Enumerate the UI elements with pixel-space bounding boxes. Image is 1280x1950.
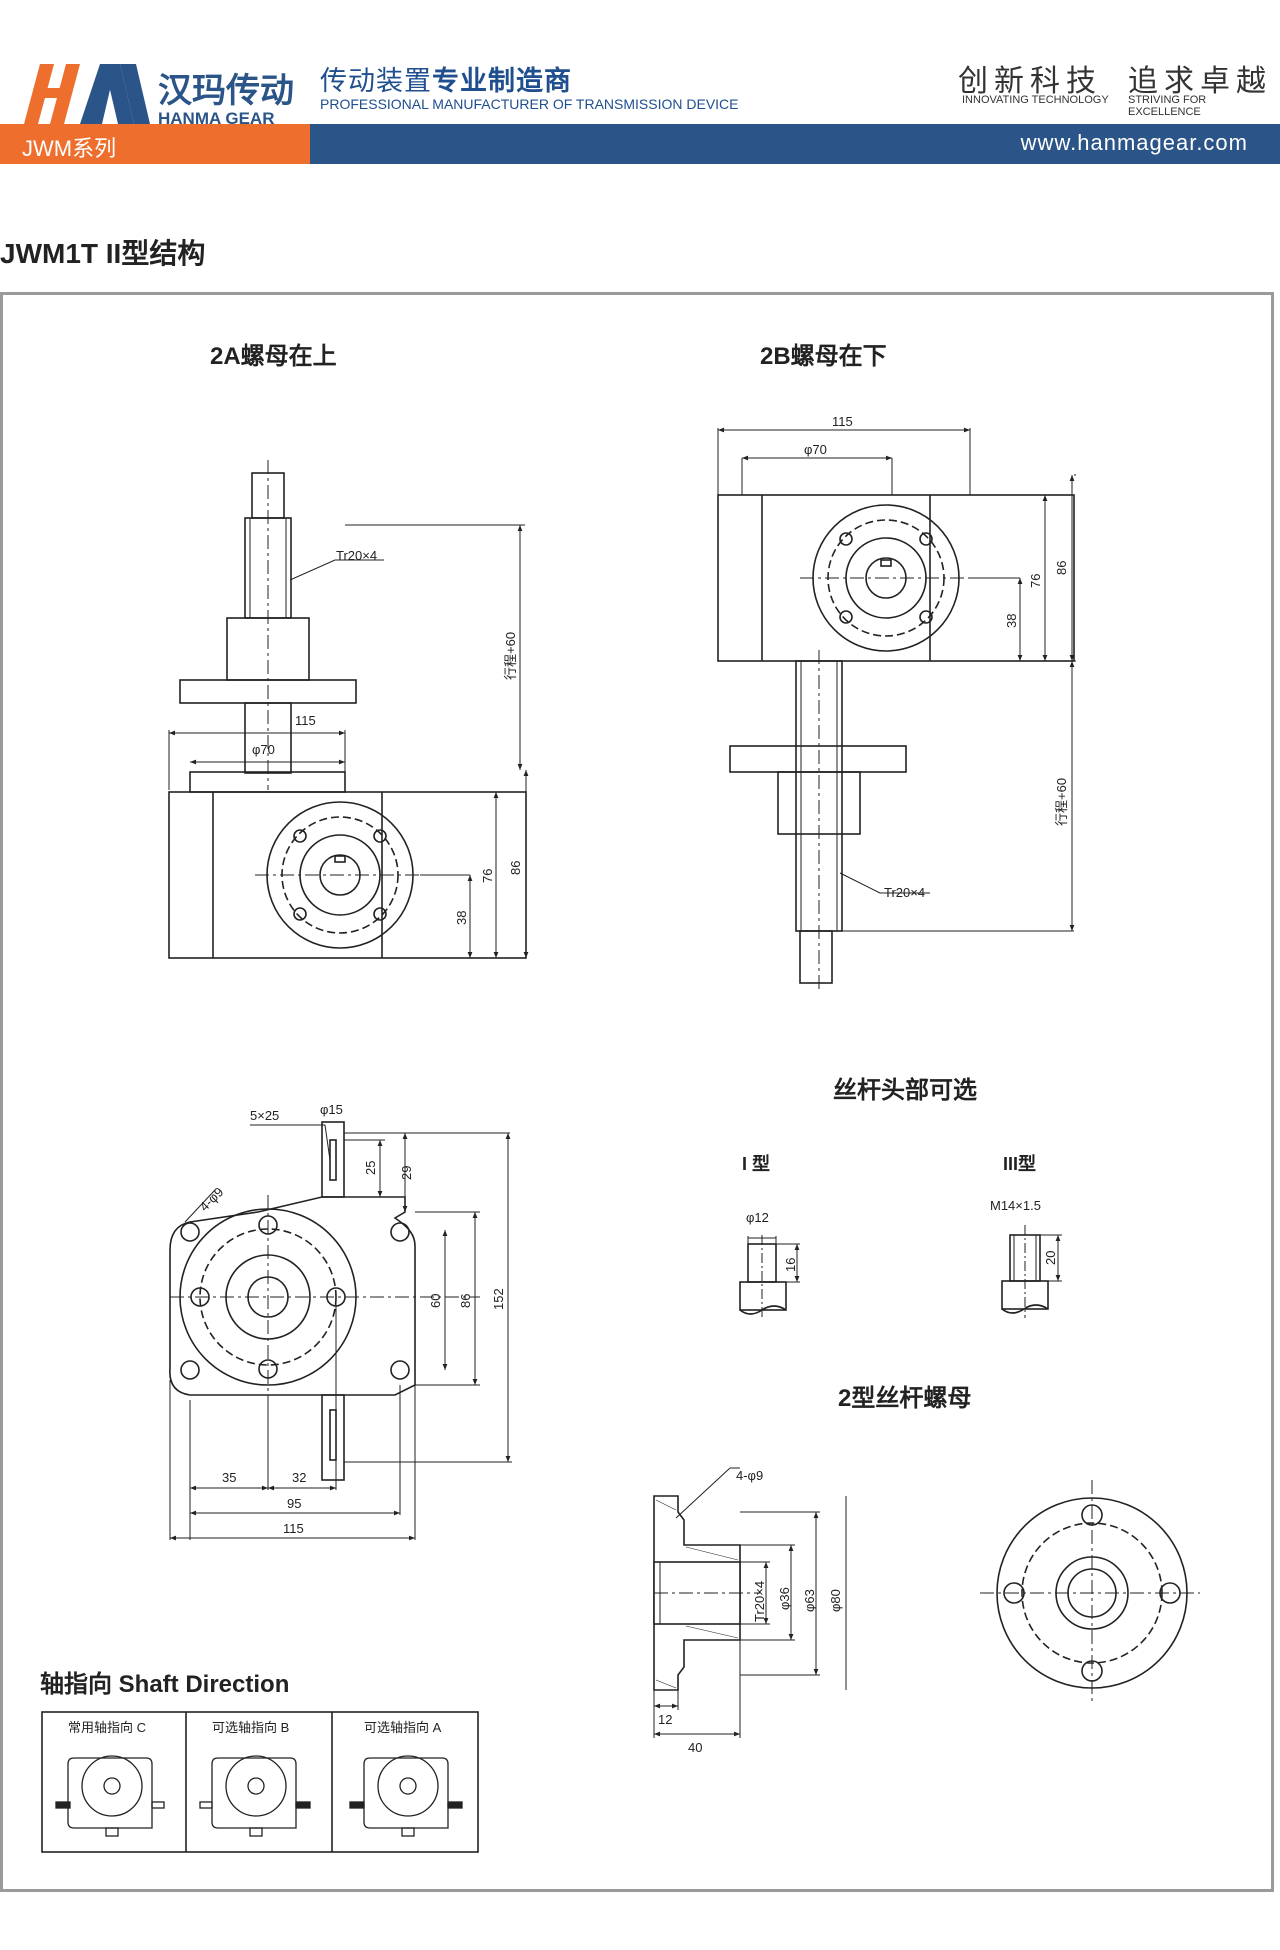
- v2b-stroke: 行程+60: [1054, 778, 1069, 826]
- slogan-cn-b: 专业制造商: [432, 66, 572, 96]
- slogan-en: PROFESSIONAL MANUFACTURER OF TRANSMISSIO…: [320, 96, 739, 112]
- side-housing: [169, 1196, 416, 1396]
- type1-dia: φ12: [746, 1210, 769, 1225]
- slogan-cn-a: 传动装置: [320, 66, 432, 96]
- section-title: JWM1T II型结构: [0, 238, 206, 269]
- nut-drawings: [653, 1467, 1200, 1738]
- shaft-col-c: 常用轴指向 C: [68, 1720, 146, 1735]
- v2a-w115: 115: [295, 713, 316, 728]
- side-shaft: φ15: [320, 1102, 343, 1117]
- side-h29: 29: [399, 1166, 414, 1180]
- nut-d36: φ36: [777, 1587, 792, 1610]
- side-w35: 35: [222, 1470, 236, 1485]
- side-view: [169, 1121, 512, 1541]
- gearbox-icon-c: [55, 1755, 165, 1837]
- nut-d80: φ80: [828, 1589, 843, 1612]
- motto-1: 创新科技: [958, 64, 1102, 99]
- v2a-h38: 38: [454, 911, 469, 925]
- hm-logo-icon: 汉玛传动 HANMA GEAR: [24, 64, 294, 128]
- nut-l40: 40: [688, 1740, 702, 1755]
- series-label: JWM系列: [22, 136, 117, 161]
- type1-len: 16: [783, 1258, 798, 1272]
- brand-cn: 汉玛传动: [158, 72, 294, 110]
- motto-1-en: INNOVATING TECHNOLOGY: [962, 94, 1109, 106]
- gearbox-icon-a: [349, 1755, 463, 1837]
- type3-label: III型: [1003, 1153, 1036, 1174]
- nut-l12: 12: [658, 1712, 672, 1727]
- shaft-direction-table: [41, 1711, 479, 1853]
- v2a-dia: φ70: [252, 742, 275, 757]
- brand-en: HANMA GEAR: [158, 109, 274, 128]
- header: 汉玛传动 HANMA GEAR 传动装置专业制造商 PROFESSIONAL M…: [0, 36, 1280, 164]
- view-2a: 2A螺母在上: [168, 342, 529, 959]
- nut-d63: φ63: [802, 1589, 817, 1612]
- side-w32: 32: [292, 1470, 306, 1485]
- side-h152: 152: [491, 1288, 506, 1310]
- series-bar: JWM系列: [0, 124, 310, 164]
- view-2a-title: 2A螺母在上: [210, 342, 337, 370]
- screw-head-drawings: [739, 1225, 1062, 1318]
- motto-2: 追求卓越: [1128, 64, 1272, 99]
- shaft-direction-icons: [55, 1755, 463, 1837]
- v2b-thread: Tr20×4: [884, 885, 925, 900]
- shaft-col-a: 可选轴指向 A: [364, 1720, 442, 1735]
- side-h60: 60: [428, 1294, 443, 1308]
- view-2b-title: 2B螺母在下: [760, 342, 887, 370]
- v2a-h86: 86: [508, 861, 523, 875]
- v2a-thread: Tr20×4: [336, 548, 377, 563]
- v2b-dia: φ70: [804, 442, 827, 457]
- website-bar: www.hanmagear.com: [310, 124, 1280, 164]
- side-h86: 86: [458, 1294, 473, 1308]
- screw-head-title: 丝杆头部可选: [833, 1076, 977, 1104]
- shaft-direction-title: 轴指向 Shaft Direction: [40, 1670, 289, 1698]
- brand-logo: 汉玛传动 HANMA GEAR: [20, 54, 300, 134]
- slogan-cn: 传动装置专业制造商: [320, 59, 572, 98]
- type3-thread: M14×1.5: [990, 1198, 1041, 1213]
- header-bar: JWM系列 www.hanmagear.com: [0, 124, 1280, 164]
- side-holes: 4-φ9: [197, 1184, 227, 1214]
- v2b-h38: 38: [1004, 614, 1019, 628]
- type3-len: 20: [1043, 1251, 1058, 1265]
- side-h25: 25: [363, 1161, 378, 1175]
- website-link[interactable]: www.hanmagear.com: [1020, 130, 1248, 155]
- side-w115: 115: [283, 1521, 304, 1536]
- side-w95: 95: [287, 1496, 301, 1511]
- shaft-col-b: 可选轴指向 B: [212, 1720, 289, 1735]
- v2b-w115: 115: [832, 414, 853, 429]
- nut-title: 2型丝杆螺母: [838, 1384, 971, 1412]
- side-key: 5×25: [250, 1108, 279, 1123]
- v2b-h76: 76: [1028, 574, 1043, 588]
- gearbox-icon-b: [199, 1755, 311, 1837]
- nut-thread: Tr20×4: [752, 1581, 767, 1622]
- nut-holes: 4-φ9: [736, 1468, 763, 1483]
- v2b-h86: 86: [1054, 561, 1069, 575]
- view-2b: 2B螺母在下: [717, 342, 1076, 990]
- v2a-h76: 76: [480, 869, 495, 883]
- type1-label: I 型: [742, 1153, 770, 1174]
- v2a-stroke: 行程+60: [503, 632, 518, 680]
- motto-2-en: STRIVING FOR EXCELLENCE: [1128, 94, 1207, 118]
- drawing-frame: [0, 292, 1274, 1892]
